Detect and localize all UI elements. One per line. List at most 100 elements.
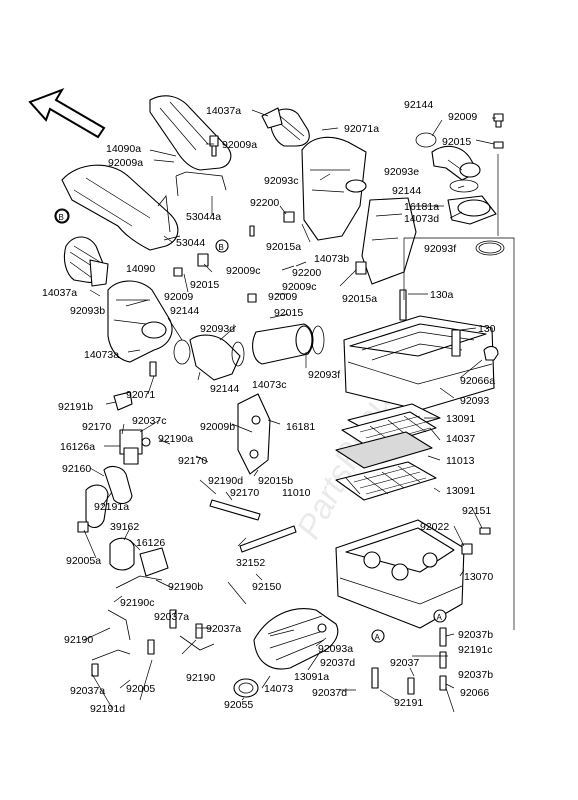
grommets-92015a xyxy=(173,211,367,303)
pipe-32152 xyxy=(239,525,297,553)
label-92071: 92071 xyxy=(126,389,155,401)
callout-b-2: B xyxy=(215,239,229,253)
label-92037a-a: 92037a xyxy=(154,611,189,623)
label-32152: 32152 xyxy=(236,557,265,569)
label-92037a-c: 92037a xyxy=(70,685,105,697)
label-14073d: 14073d xyxy=(404,213,439,225)
label-14073: 14073 xyxy=(264,683,293,695)
part-labels: 14037a 92009a 14090a 92009a 92071a 92144… xyxy=(42,99,496,715)
label-92093e: 92093e xyxy=(384,166,419,178)
label-14037: 14037 xyxy=(446,433,475,445)
label-11013: 11013 xyxy=(446,455,475,467)
callout-a-2: A xyxy=(433,609,447,623)
hose-92093d xyxy=(173,334,245,381)
label-92037b-b: 92037b xyxy=(458,669,493,681)
label-92015-m2: 92015 xyxy=(274,307,303,319)
label-92144-top: 92144 xyxy=(404,99,433,111)
label-14073a: 14073a xyxy=(84,349,119,361)
seal-92093f-m xyxy=(311,325,325,355)
label-16126a: 16126a xyxy=(60,441,95,453)
label-14037a-top: 14037a xyxy=(206,105,241,117)
svg-text:A: A xyxy=(375,633,381,642)
bracket-92191a xyxy=(103,465,133,505)
elbow-92093e xyxy=(431,145,481,181)
callout-a-1: A xyxy=(371,629,385,643)
label-92190-b: 92190 xyxy=(186,672,215,684)
callout-b-1: B xyxy=(55,209,69,223)
pipe-92170 xyxy=(209,499,261,521)
svg-text:A: A xyxy=(437,613,443,622)
tubes-right xyxy=(371,627,447,695)
label-14073b: 14073b xyxy=(314,253,349,265)
label-92191: 92191 xyxy=(394,697,423,709)
label-92093-r: 92093 xyxy=(460,395,489,407)
label-39162: 39162 xyxy=(110,521,139,533)
label-11010: 11010 xyxy=(282,487,311,499)
label-92093d: 92093d xyxy=(200,323,235,335)
label-92015a-b: 92015a xyxy=(342,293,377,305)
label-92009a-2: 92009a xyxy=(108,157,143,169)
reference-frame xyxy=(403,154,515,630)
label-92170-c: 92170 xyxy=(230,487,259,499)
bolt-92151 xyxy=(479,527,491,535)
tube-14073c xyxy=(252,323,314,365)
front-direction-arrow-icon xyxy=(28,88,106,139)
label-53044a: 53044a xyxy=(186,211,221,223)
clip-92005a xyxy=(77,521,89,533)
valve-16126a xyxy=(119,429,151,465)
label-92191b: 92191b xyxy=(58,401,93,413)
label-92093c: 92093c xyxy=(264,175,298,187)
label-92037d-b: 92037d xyxy=(312,687,347,699)
label-13091-a: 13091 xyxy=(446,413,475,425)
label-92190-a: 92190 xyxy=(64,634,93,646)
label-92037d-a: 92037d xyxy=(320,657,355,669)
airbox-cover xyxy=(343,289,495,411)
hose-92190 xyxy=(91,575,215,661)
seal-top xyxy=(261,107,283,129)
label-92037c: 92037c xyxy=(132,415,166,427)
duct-16181a xyxy=(361,197,417,285)
label-92009-top: 92009 xyxy=(448,111,477,123)
label-130a: 130a xyxy=(430,289,454,301)
duct-14073a xyxy=(107,280,173,363)
label-92093a: 92093a xyxy=(318,643,353,655)
label-14037a-l: 14037a xyxy=(42,287,77,299)
tubes-92037 xyxy=(91,609,203,677)
duct-14090 xyxy=(54,164,179,251)
label-92066a: 92066a xyxy=(460,375,495,387)
label-92144-m: 92144 xyxy=(170,305,199,317)
label-92200-a: 92200 xyxy=(250,197,279,209)
leader-lines xyxy=(83,109,496,713)
label-92093b: 92093b xyxy=(70,305,105,317)
duct-14090a xyxy=(149,95,232,171)
label-92005: 92005 xyxy=(126,683,155,695)
svg-text:B: B xyxy=(219,243,224,252)
bracket-53044 xyxy=(157,194,181,241)
label-13070: 13070 xyxy=(464,571,493,583)
label-92160: 92160 xyxy=(62,463,91,475)
filter-14037a-left xyxy=(63,236,109,287)
resonator-14073 xyxy=(253,608,339,670)
gasket-13091b xyxy=(335,461,437,501)
label-16181: 16181 xyxy=(286,421,315,433)
nut-92022 xyxy=(461,543,473,555)
oring-92144-r xyxy=(415,132,479,193)
bracket-16181 xyxy=(237,393,271,475)
label-92170-b: 92170 xyxy=(178,455,207,467)
label-92190d: 92190d xyxy=(208,475,243,487)
label-92191a: 92191a xyxy=(94,501,129,513)
duct-14073b xyxy=(301,136,367,241)
label-92191d: 92191d xyxy=(90,703,125,715)
label-92009c-b: 92009c xyxy=(282,281,316,293)
seal-92093f-r xyxy=(475,240,505,256)
label-13091a: 13091a xyxy=(294,671,329,683)
label-92190c: 92190c xyxy=(120,597,154,609)
label-92093f-m: 92093f xyxy=(308,369,340,381)
label-92037b-a: 92037b xyxy=(458,629,493,641)
label-92015-m: 92015 xyxy=(190,279,219,291)
label-16126: 16126 xyxy=(136,537,165,549)
cap-92055 xyxy=(233,678,259,698)
valve-16126 xyxy=(139,547,169,577)
label-16181a: 16181a xyxy=(404,201,439,213)
